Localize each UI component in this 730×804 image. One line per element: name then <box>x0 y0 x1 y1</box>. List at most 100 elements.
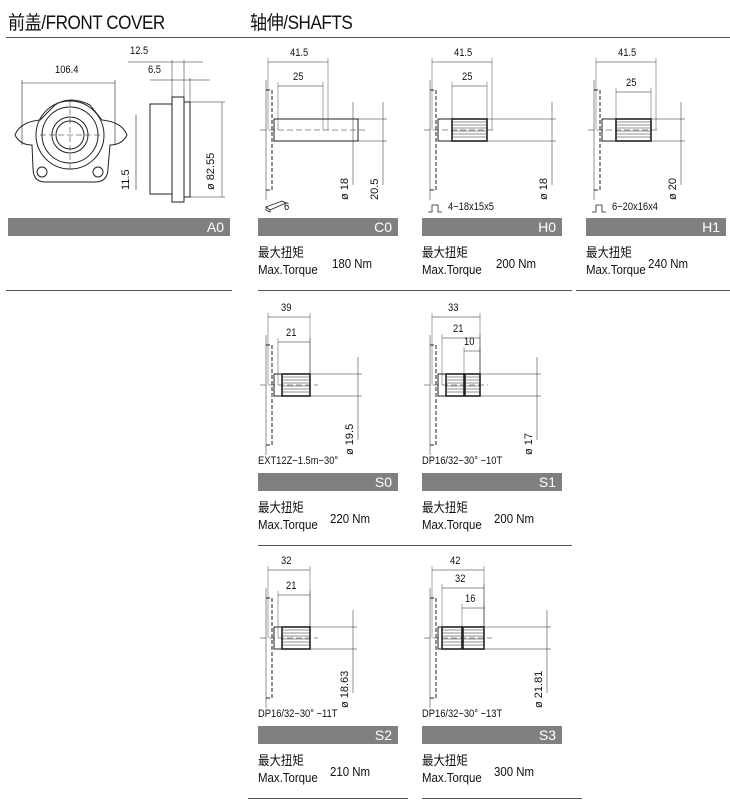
dim-length: 25 <box>292 71 303 83</box>
torque-label-cn: 最大扭矩 <box>422 500 468 515</box>
torque-label-en: Max.Torque <box>422 262 482 277</box>
dim-diameter: ø 21.81 <box>533 670 545 708</box>
shaft-drawing <box>260 566 357 708</box>
dim-offset-b: 6.5 <box>148 64 162 76</box>
dim-length: 39 <box>281 302 292 314</box>
shaft-spec: 6−20x16x4 <box>612 201 659 213</box>
dim-offset-a: 12.5 <box>130 45 149 57</box>
shaft-code-bar: H0 <box>422 218 562 236</box>
dim-length: 41.5 <box>454 47 473 59</box>
shaft-code-bar: S1 <box>422 473 562 491</box>
dim-length: 41.5 <box>618 47 637 59</box>
card-rule <box>576 290 730 291</box>
dim-length: 32 <box>455 573 466 585</box>
torque-value: 200 Nm <box>496 256 537 271</box>
torque-value: 200 Nm <box>494 511 535 526</box>
dim-length: 21 <box>453 323 464 335</box>
shaft-spec: 6 <box>284 201 290 213</box>
dim-length: 21 <box>286 580 297 592</box>
torque-label: 最大扭矩 Max.Torque <box>422 499 482 533</box>
dim-length: 41.5 <box>290 47 309 59</box>
card-rule <box>422 798 582 799</box>
dim-length: 10 <box>464 336 475 348</box>
dim-length: 16 <box>465 593 476 605</box>
shaft-code-bar: H1 <box>586 218 726 236</box>
shaft-spec: DP16/32−30° −10T <box>422 455 503 467</box>
shaft-spec: EXT12Z−1.5m−30° <box>258 455 339 467</box>
torque-label-en: Max.Torque <box>258 517 318 532</box>
dim-diameter: ø 19.5 <box>344 423 356 455</box>
torque-label-en: Max.Torque <box>258 770 318 785</box>
torque-label-cn: 最大扭矩 <box>422 753 468 768</box>
torque-value: 210 Nm <box>330 764 371 779</box>
shaft-drawing <box>424 313 541 455</box>
torque-label: 最大扭矩 Max.Torque <box>422 244 482 278</box>
front-cover-code-bar: A0 <box>8 218 230 236</box>
torque-label-cn: 最大扭矩 <box>258 500 304 515</box>
shaft-spec: DP16/32−30° −13T <box>422 708 503 720</box>
dim-diameter: 20.5 <box>369 178 381 200</box>
dim-diameter: ø 18.63 <box>339 670 351 708</box>
torque-value: 300 Nm <box>494 764 535 779</box>
dim-diameter: ø 82.55 <box>205 152 217 190</box>
torque-label: 最大扭矩 Max.Torque <box>258 752 318 786</box>
heading-rule <box>6 37 730 38</box>
dim-diameter: ø 18 <box>538 177 550 200</box>
card-rule <box>258 290 418 291</box>
torque-label-en: Max.Torque <box>586 262 646 277</box>
dim-diameter: ø 17 <box>523 432 535 455</box>
shaft-drawing <box>424 566 551 708</box>
dim-length: 21 <box>286 327 297 339</box>
shaft-code-bar: S2 <box>258 726 398 744</box>
shaft-drawing <box>260 313 362 455</box>
shaft-code-bar: S0 <box>258 473 398 491</box>
spline-profile-icon <box>428 204 442 213</box>
torque-label-en: Max.Torque <box>258 262 318 277</box>
shaft-code-bar: S3 <box>422 726 562 744</box>
shaft-drawing <box>260 58 387 213</box>
spline-profile-icon <box>592 204 606 213</box>
torque-label-cn: 最大扭矩 <box>586 245 632 260</box>
torque-label: 最大扭矩 Max.Torque <box>258 499 318 533</box>
torque-value: 180 Nm <box>332 256 373 271</box>
torque-label-cn: 最大扭矩 <box>258 245 304 260</box>
torque-value: 240 Nm <box>648 256 689 271</box>
dim-length: 25 <box>461 71 472 83</box>
torque-label-en: Max.Torque <box>422 770 482 785</box>
card-rule <box>258 545 418 546</box>
torque-label-cn: 最大扭矩 <box>258 753 304 768</box>
shaft-drawing <box>424 58 556 213</box>
shaft-spec: 4−18x15x5 <box>448 201 495 213</box>
card-rule <box>248 798 408 799</box>
shaft-code-bar: C0 <box>258 218 398 236</box>
dim-length: 25 <box>625 77 636 89</box>
dim-diameter: ø 18 <box>339 177 351 200</box>
torque-label: 最大扭矩 Max.Torque <box>586 244 646 278</box>
key-icon <box>265 200 287 213</box>
torque-label: 最大扭矩 Max.Torque <box>258 244 318 278</box>
dim-length: 32 <box>281 555 292 567</box>
torque-label-en: Max.Torque <box>422 517 482 532</box>
torque-label-cn: 最大扭矩 <box>422 245 468 260</box>
card-rule <box>412 545 572 546</box>
torque-value: 220 Nm <box>330 511 371 526</box>
dim-diameter: ø 20 <box>667 177 679 200</box>
dim-length: 33 <box>448 302 459 314</box>
torque-label: 最大扭矩 Max.Torque <box>422 752 482 786</box>
front-cover-rule <box>6 290 232 291</box>
shaft-spec: DP16/32−30° −11T <box>258 708 338 720</box>
dim-height: 11.5 <box>120 169 132 190</box>
shafts-heading: 轴伸/SHAFTS <box>250 13 353 34</box>
card-rule <box>412 290 572 291</box>
front-cover-drawing: 106.4 12.5 6.5 ø 82.55 11.5 <box>0 40 240 215</box>
dim-width: 106.4 <box>55 64 79 76</box>
shaft-drawing <box>588 58 685 213</box>
